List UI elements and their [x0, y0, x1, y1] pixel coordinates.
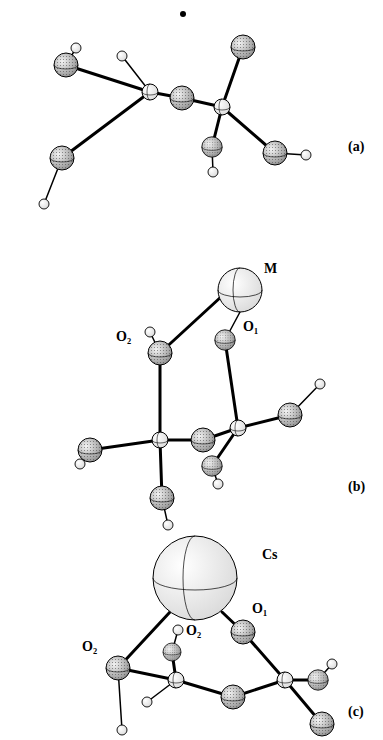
bonds [62, 47, 275, 158]
panel-label: (b) [348, 480, 365, 494]
atom-label: O₂ [116, 330, 131, 344]
atom-label: Cs [262, 548, 278, 562]
atom-label: M [264, 262, 277, 276]
panel-label: (c) [348, 705, 364, 719]
atom-label: O₂ [82, 640, 97, 654]
atoms [106, 536, 337, 736]
atoms [39, 11, 311, 209]
bonds-thin [80, 312, 320, 525]
atom-label: O₁ [252, 602, 267, 616]
atom-label: O₁ [243, 320, 258, 334]
atom-label: O₂ [186, 624, 201, 638]
bonds-thin [44, 48, 306, 204]
bonds [90, 296, 290, 498]
atoms [75, 268, 325, 530]
panel-label: (a) [348, 140, 364, 154]
bonds-thin [118, 630, 332, 730]
bonds [118, 612, 322, 724]
